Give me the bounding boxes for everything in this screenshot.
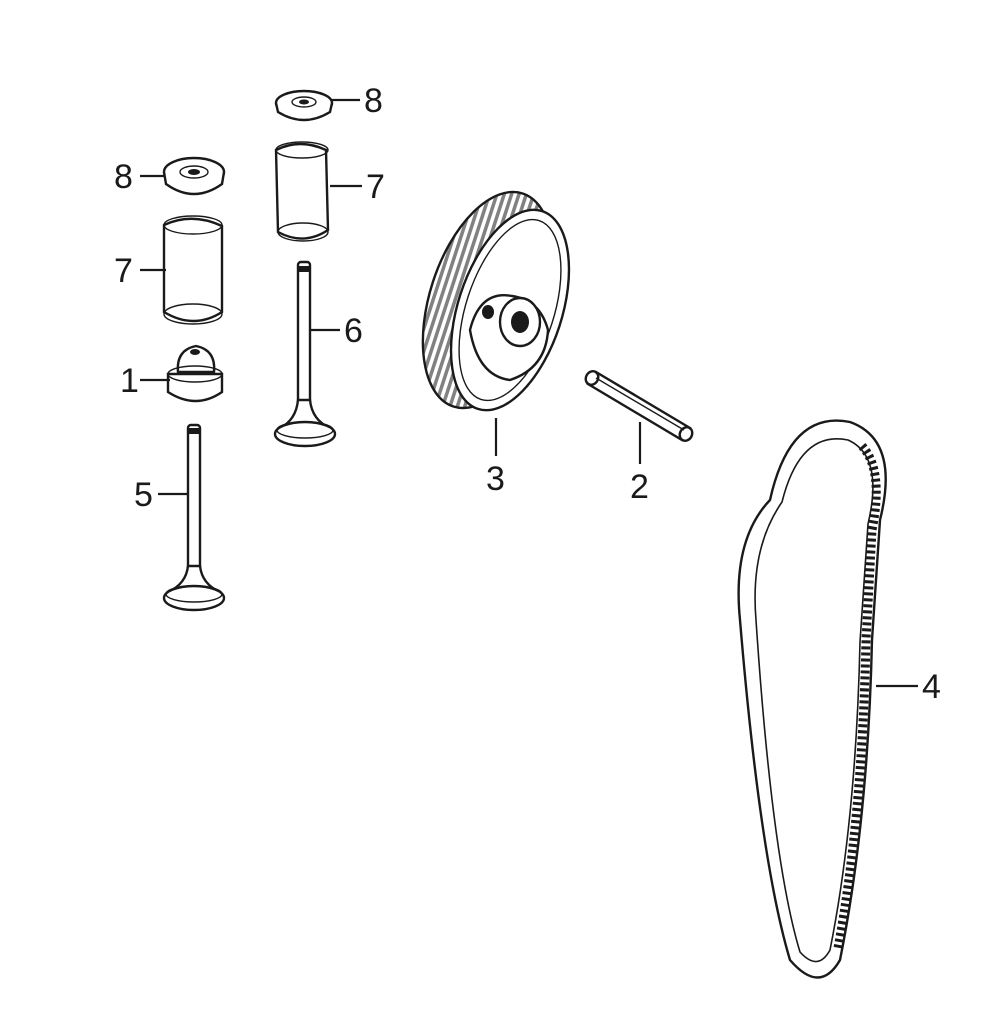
valve-exhaust — [273, 260, 337, 448]
callout-7-left: 7 — [114, 252, 133, 290]
valve-spring-left — [162, 215, 224, 325]
callout-8-left: 8 — [114, 158, 133, 196]
callout-7-upper: 7 — [366, 168, 385, 206]
valve-stem-seal — [166, 344, 224, 403]
camshaft-pulley — [421, 190, 571, 412]
valve-retainer-left — [162, 156, 226, 196]
callout-8-upper: 8 — [364, 82, 383, 120]
valve-retainer-upper — [274, 89, 334, 122]
callout-6: 6 — [344, 312, 363, 350]
timing-belt — [737, 419, 887, 979]
callout-3: 3 — [486, 460, 505, 498]
callout-1: 1 — [120, 362, 139, 400]
callout-5: 5 — [134, 476, 153, 514]
valve-spring-upper — [274, 141, 330, 242]
callout-4: 4 — [922, 668, 941, 706]
leader-lines — [140, 98, 918, 688]
valve-intake — [162, 423, 226, 612]
callout-2: 2 — [630, 468, 649, 506]
dowel-pin — [584, 370, 694, 442]
